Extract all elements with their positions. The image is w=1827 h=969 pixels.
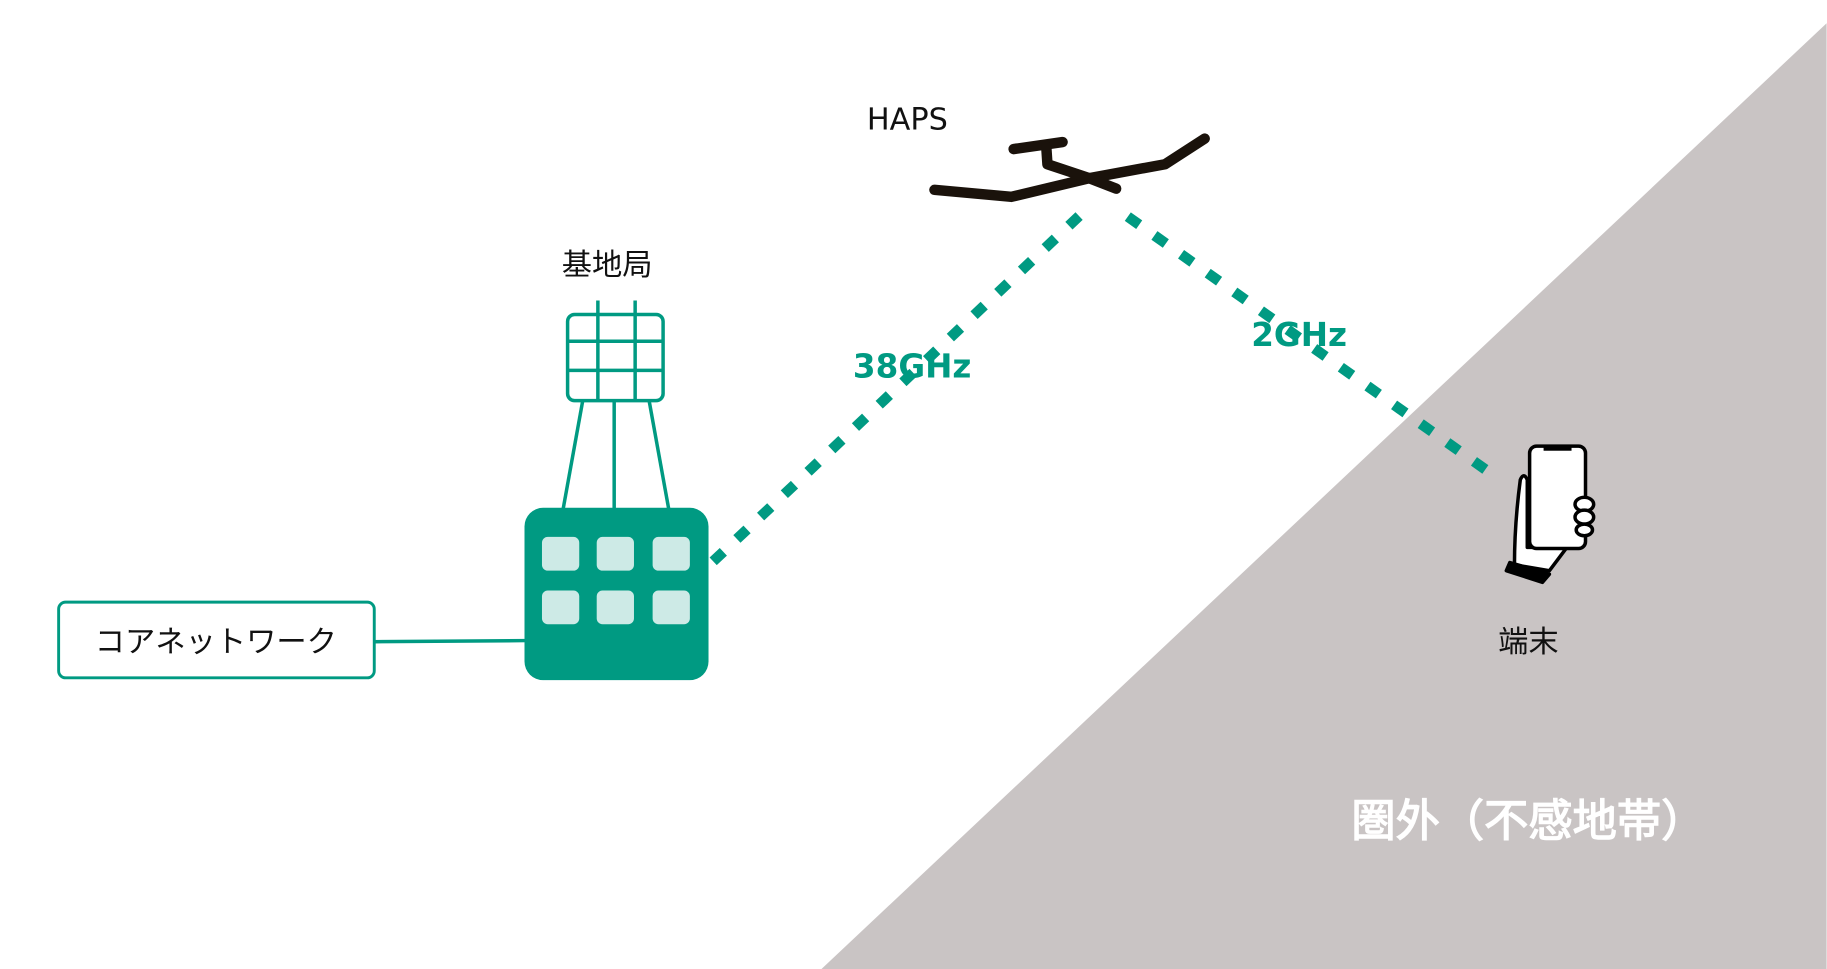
out-of-coverage-zone <box>821 23 1827 969</box>
service-frequency-label: 2GHz <box>1251 316 1347 354</box>
haps-aircraft-icon <box>929 133 1210 203</box>
feeder-link-38ghz <box>709 205 1090 566</box>
smartphone-in-hand-icon <box>1504 444 1596 585</box>
feeder-frequency-label: 38GHz <box>853 347 971 385</box>
core-network-label: コアネットワーク <box>95 625 337 660</box>
terminal-label: 端末 <box>1498 625 1559 660</box>
base-station-label: 基地局 <box>562 248 653 283</box>
antenna-icon <box>561 300 671 511</box>
out-of-coverage-label: 圏外（不感地帯） <box>1351 796 1705 847</box>
base-station-unit-icon <box>524 507 709 681</box>
core-link <box>373 638 527 644</box>
core-network-box: コアネットワーク <box>57 600 376 680</box>
service-link-2ghz <box>1124 212 1497 480</box>
haps-label: HAPS <box>867 102 948 137</box>
